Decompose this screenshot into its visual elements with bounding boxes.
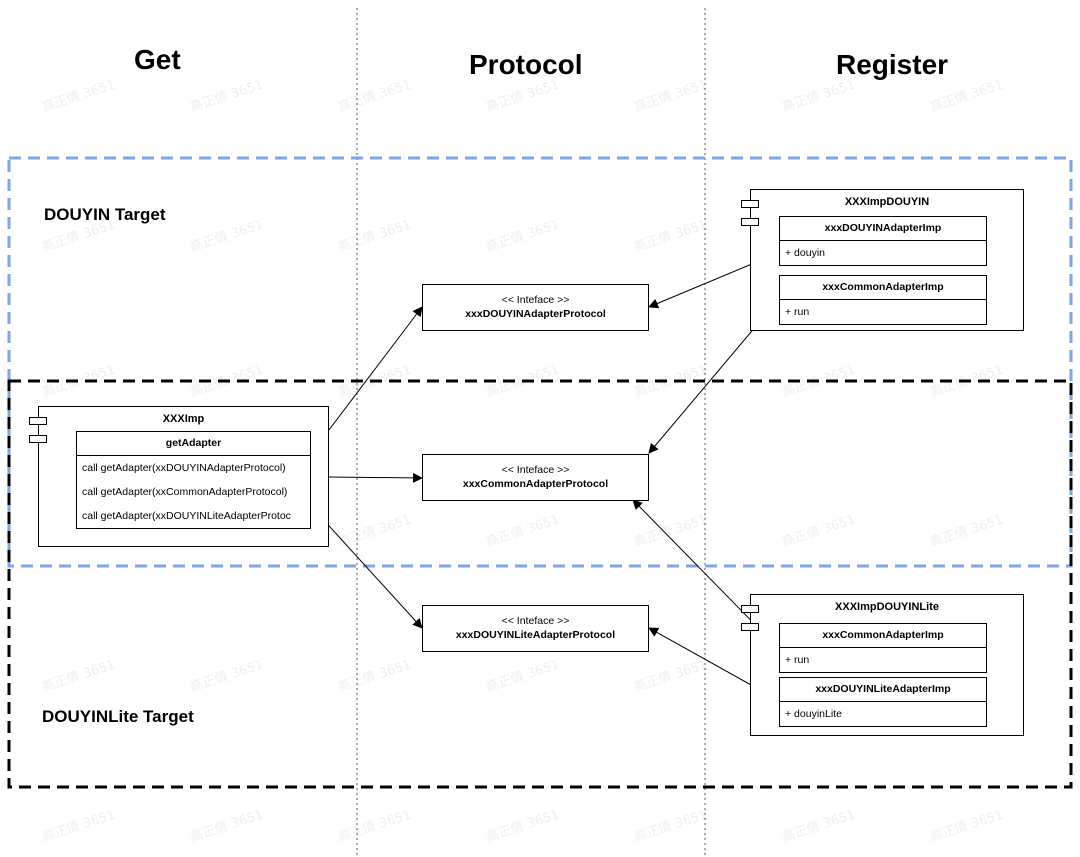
class-row: call getAdapter(xxCommonAdapterProtocol) <box>82 486 288 498</box>
component-tab-icon <box>29 417 47 425</box>
class-name: xxxDOUYINLiteAdapterImp <box>780 678 986 702</box>
class-member: + run <box>785 306 810 318</box>
component-tab-icon <box>741 605 759 613</box>
component-title: XXXImpDOUYINLite <box>835 601 939 613</box>
arrow-get-to-common-protocol <box>328 472 423 483</box>
get-adapter-class[interactable]: getAdapter call getAdapter(xxDOUYINAdapt… <box>76 431 311 529</box>
common-adapter-imp-class[interactable]: xxxCommonAdapterImp + run <box>779 623 987 673</box>
component-tab-icon <box>29 435 47 443</box>
register-component-douyinlite[interactable]: XXXImpDOUYINLite xxxCommonAdapterImp + r… <box>750 594 1024 736</box>
get-component-xxximp[interactable]: XXXImp getAdapter call getAdapter(xxDOUY… <box>38 406 329 547</box>
douyinlite-target-label: DOUYINLite Target <box>42 707 194 726</box>
class-member: + douyinLite <box>785 708 842 720</box>
protocol-stereotype: << Inteface >> <box>501 464 570 476</box>
douyinlite-adapter-imp-class[interactable]: xxxDOUYINLiteAdapterImp + douyinLite <box>779 677 987 727</box>
class-name: xxxCommonAdapterImp <box>780 624 986 648</box>
register-component-douyin[interactable]: XXXImpDOUYIN xxxDOUYINAdapterImp + douyi… <box>750 189 1024 331</box>
protocol-name: xxxCommonAdapterProtocol <box>462 478 609 490</box>
class-row: call getAdapter(xxDOUYINAdapterProtocol) <box>82 462 286 474</box>
class-name: xxxDOUYINAdapterImp <box>780 217 986 241</box>
common-adapter-imp-class[interactable]: xxxCommonAdapterImp + run <box>779 275 987 325</box>
protocol-stereotype: << Inteface >> <box>501 294 570 306</box>
douyin-target-label: DOUYIN Target <box>44 205 166 224</box>
class-name: xxxCommonAdapterImp <box>780 276 986 300</box>
column-title-protocol: Protocol <box>469 49 583 80</box>
class-member: + run <box>785 654 810 666</box>
column-title-register: Register <box>836 49 949 80</box>
protocol-common[interactable]: << Inteface >> xxxCommonAdapterProtocol <box>422 454 649 501</box>
component-tab-icon <box>741 200 759 208</box>
protocol-douyinlite[interactable]: << Inteface >> xxxDOUYINLiteAdapterProto… <box>422 605 649 652</box>
class-row: call getAdapter(xxDOUYINLiteAdapterProto… <box>82 510 291 522</box>
component-tab-icon <box>741 218 759 226</box>
protocol-stereotype: << Inteface >> <box>501 615 570 627</box>
protocol-name: xxxDOUYINLiteAdapterProtocol <box>455 629 616 641</box>
protocol-name: xxxDOUYINAdapterProtocol <box>465 308 606 320</box>
douyin-adapter-imp-class[interactable]: xxxDOUYINAdapterImp + douyin <box>779 216 987 266</box>
protocol-douyin[interactable]: << Inteface >> xxxDOUYINAdapterProtocol <box>422 284 649 331</box>
douyin-target-region <box>7 156 1073 568</box>
component-title: XXXImp <box>162 413 205 425</box>
component-tab-icon <box>741 623 759 631</box>
class-member: + douyin <box>785 247 825 259</box>
class-name: getAdapter <box>77 432 310 456</box>
column-title-get: Get <box>134 44 181 75</box>
douyinlite-target-region <box>7 379 1073 789</box>
component-title: XXXImpDOUYIN <box>844 196 930 208</box>
